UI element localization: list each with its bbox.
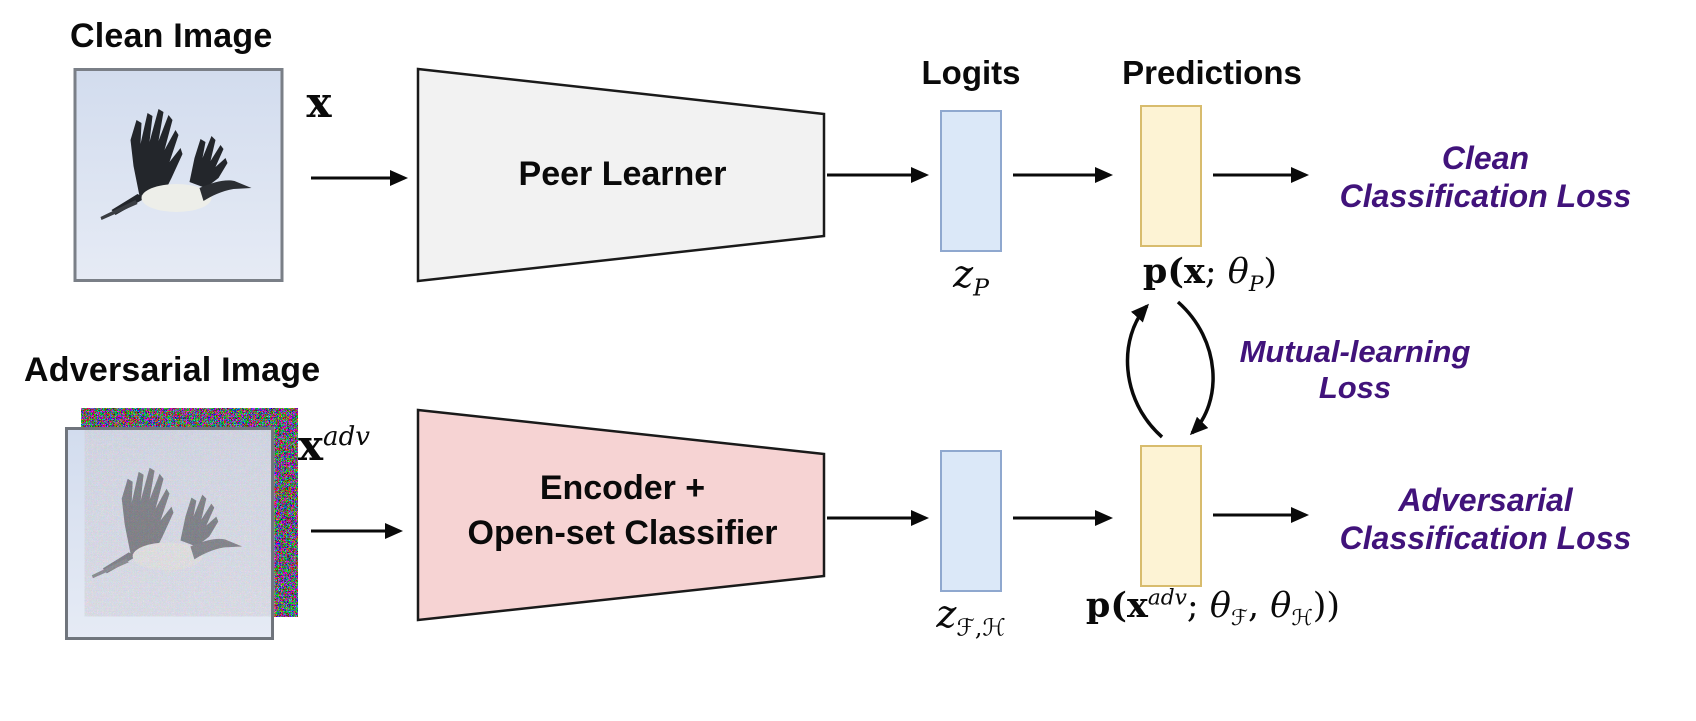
adversarial-logits-box bbox=[940, 450, 1002, 592]
adversarial-predictions-box bbox=[1140, 445, 1202, 587]
clean-logits-box bbox=[940, 110, 1002, 252]
adversarial-bird-illustration bbox=[64, 408, 298, 640]
clean-classification-loss-label: Clean Classification Loss bbox=[1339, 140, 1632, 215]
perturbed-bird-square bbox=[64, 427, 275, 640]
peer-learner-block bbox=[416, 67, 826, 283]
bird-illustration bbox=[73, 68, 284, 282]
clean-image-thumbnail bbox=[73, 68, 284, 282]
adversarial-classification-loss-label: Adversarial Classification Loss bbox=[1339, 482, 1632, 557]
predictions-header: Predictions bbox=[1122, 54, 1302, 91]
clean-logits-symbol: zP bbox=[953, 252, 989, 302]
adversarial-prediction-formula: p(xadv; θℱ, θℋ)) bbox=[1085, 585, 1341, 631]
arrow-mutual-up bbox=[1125, 303, 1164, 439]
encoder-block bbox=[416, 408, 826, 622]
peer-learner-label: Peer Learner bbox=[518, 155, 727, 193]
encoder-label: Encoder + Open-set Classifier bbox=[467, 469, 778, 552]
mutual-learning-loss-label: Mutual-learning Loss bbox=[1239, 334, 1471, 405]
clean-input-symbol: x bbox=[306, 78, 332, 127]
clean-prediction-formula: p(x; θP) bbox=[1142, 251, 1278, 297]
clean-image-title: Clean Image bbox=[70, 17, 273, 55]
clean-predictions-box bbox=[1140, 105, 1202, 247]
adversarial-image-title: Adversarial Image bbox=[24, 351, 321, 389]
adversarial-input-symbol: xadv bbox=[298, 421, 370, 470]
arrow-mutual-down bbox=[1176, 300, 1215, 436]
adversarial-logits-symbol: zℱ,ℋ bbox=[936, 592, 1006, 642]
logits-header: Logits bbox=[921, 54, 1021, 91]
adversarial-image-thumbnail bbox=[62, 408, 298, 641]
